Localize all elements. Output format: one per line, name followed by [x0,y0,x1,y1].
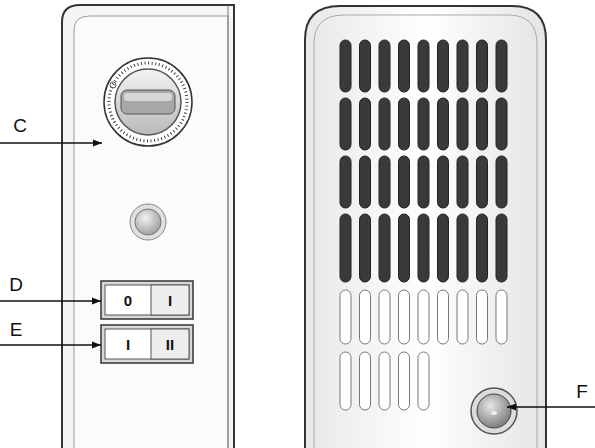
vent-slot [399,290,410,344]
vent-slot [399,352,410,410]
callout-letter: C [13,116,27,135]
vent-slot [418,98,429,150]
vent-slot [340,352,351,410]
vent-slot [457,290,468,344]
vent-slot [477,40,488,92]
vent-slot [438,290,449,344]
vent-slot [438,214,449,282]
switch-symbol: II [166,337,174,352]
vent-slot [438,40,449,92]
vent-slot [438,156,449,208]
vent-slot [496,156,507,208]
indicator-lamp [130,204,166,240]
vent-slot [457,98,468,150]
vent-slot [360,98,371,150]
vent-slot [418,290,429,344]
vent-slot [399,98,410,150]
vent-slot [496,40,507,92]
vent-slot [477,214,488,282]
vent-slot [340,214,351,282]
vent-slot [457,214,468,282]
power-button [471,388,517,434]
vent-slot [379,352,390,410]
callout-letter: E [10,320,23,339]
leader-lines [0,143,595,407]
vent-slot [418,40,429,92]
vent-slot [360,40,371,92]
switch-symbol: I [168,293,172,308]
front-grille [305,6,546,448]
vent-slot [496,98,507,150]
vent-slot [379,98,390,150]
callout-letter: F [576,382,588,401]
callout-letter: D [9,275,23,294]
vent-slot [379,290,390,344]
vent-slot [496,214,507,282]
vent-slot [379,40,390,92]
vent-slot [457,40,468,92]
vent-slot [418,352,429,410]
vent-slot [477,290,488,344]
vent-slot [340,156,351,208]
vent-slot [360,290,371,344]
vent-slot [360,156,371,208]
vent-slot [340,98,351,150]
vent-slot [457,156,468,208]
vent-slot [379,214,390,282]
vent-slot [360,214,371,282]
thermostat-knob [104,58,192,146]
vent-slot [379,156,390,208]
vent-slot [418,156,429,208]
vent-slot [477,98,488,150]
vent-slot [360,352,371,410]
vent-slot [340,290,351,344]
vent-slot [418,214,429,282]
side-panel [62,5,234,448]
rocker-switches [101,281,193,363]
vent-slot [399,214,410,282]
vent-slot [496,290,507,344]
vent-slot [399,156,410,208]
vent-slot [399,40,410,92]
vent-slot [340,40,351,92]
vent-slot [438,98,449,150]
switch-symbol: 0 [124,293,132,308]
switch-symbol: I [126,337,130,352]
vent-slot [477,156,488,208]
